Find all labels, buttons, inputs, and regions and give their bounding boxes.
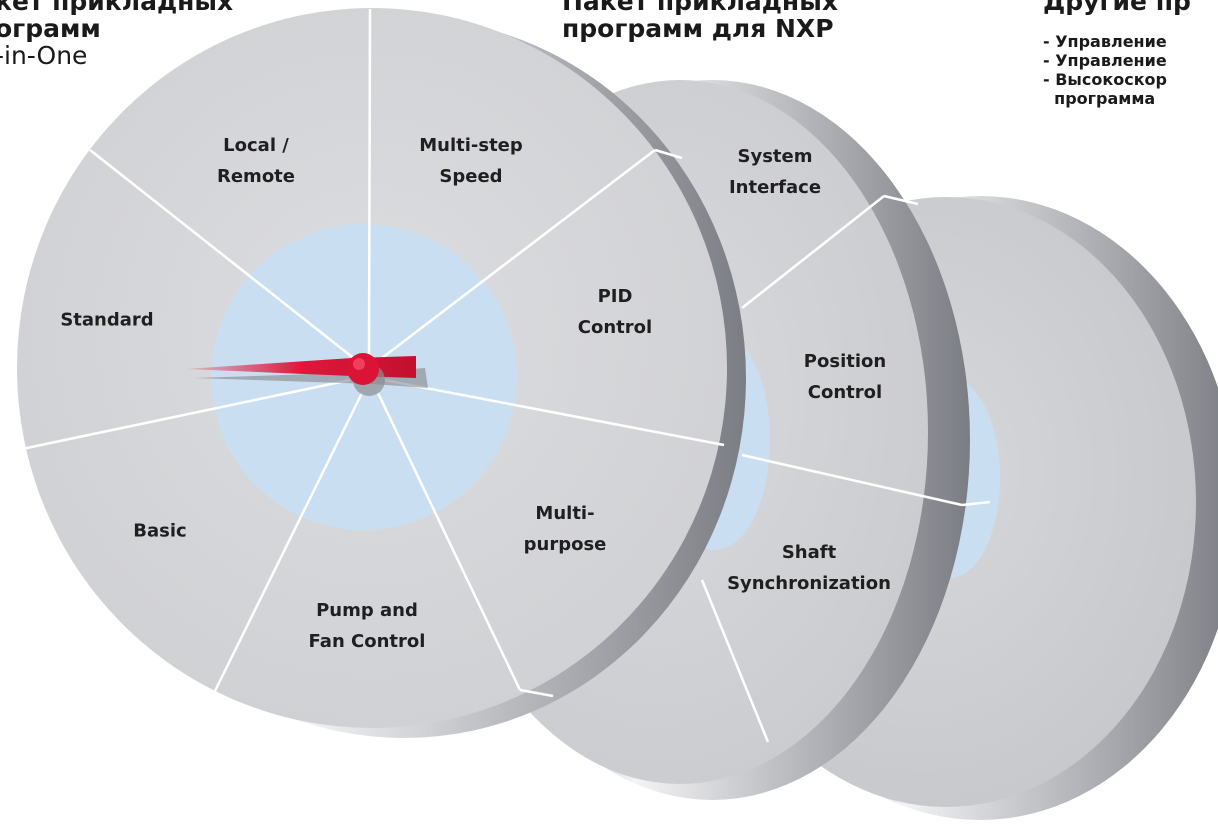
segment-label-line: Remote: [216, 166, 296, 187]
front-divider-upper-left: [89, 149, 357, 361]
front-divider-top: [367, 8, 372, 358]
other-program-item-1: - Управление: [1043, 32, 1167, 51]
segment-label-line: Speed: [439, 166, 503, 187]
all-in-one-title: кет прикладных ограмм -in-One: [0, 0, 233, 69]
middle-divider-2: [741, 453, 963, 507]
front-divider-lower-right: [376, 392, 522, 691]
nxp-title-line1: Пакет прикладных: [562, 0, 838, 16]
nxp-title-line2: программ для NXP: [562, 14, 834, 43]
other-program-item-3: - Высокоскор: [1043, 70, 1167, 89]
segment-pid-control: PID Control: [578, 281, 652, 343]
segment-multi-purpose: Multi- purpose: [524, 498, 607, 560]
segment-multi-step-speed: Multi-step Speed: [419, 130, 523, 192]
segment-label-line: Standard: [60, 309, 154, 331]
segment-label-line: purpose: [523, 534, 607, 555]
dial-needle: [186, 353, 428, 396]
front-rim-notch-1: [654, 148, 683, 160]
other-title-line1: Другие пр: [1043, 0, 1191, 16]
segment-label-line: Multi-step: [419, 135, 523, 156]
other-title: Другие пр: [1043, 0, 1191, 15]
middle-divider-5: [961, 500, 991, 507]
other-programs-list: - Управление - Управление - Высокоскор п…: [1043, 32, 1167, 108]
segment-label-line: Local /: [223, 135, 289, 156]
segment-label-line: Pump and: [316, 600, 418, 621]
other-program-item-4: программа: [1043, 89, 1156, 108]
needle-pivot-highlight: [353, 358, 365, 370]
other-program-item-2: - Управление: [1043, 51, 1167, 70]
all-in-one-title-line1: кет прикладных: [0, 0, 234, 16]
segment-system-interface: System Interface: [729, 141, 821, 203]
all-in-one-title-line3: -in-One: [0, 41, 88, 70]
segment-label-line: Interface: [728, 177, 822, 198]
front-disc-dividers: [21, 8, 725, 698]
front-divider-upper-right: [381, 149, 656, 359]
segment-local-remote: Local / Remote: [217, 130, 295, 192]
segment-label-line: Synchronization: [727, 573, 891, 594]
segment-basic: Basic: [133, 516, 186, 547]
segment-label-line: Position: [803, 351, 887, 372]
nxp-title: Пакет прикладных программ для NXP: [562, 0, 838, 42]
middle-divider-3: [700, 579, 770, 743]
front-divider-lower-left: [212, 392, 364, 694]
segment-label-line: PID: [597, 286, 633, 307]
segment-label-line: Control: [577, 317, 653, 338]
needle-pivot: [347, 353, 379, 385]
front-rim-notch-2: [519, 688, 554, 698]
middle-disc-dividers: [700, 194, 991, 743]
segment-pump-and-fan-control: Pump and Fan Control: [309, 595, 426, 657]
segment-shaft-synchronization: Shaft Synchronization: [727, 537, 891, 599]
segment-label-line: Shaft: [781, 542, 837, 563]
segment-label-line: Basic: [133, 520, 187, 542]
front-divider-left: [21, 378, 351, 451]
middle-divider-4: [883, 194, 919, 206]
segment-standard: Standard: [60, 305, 153, 336]
middle-divider-1: [741, 195, 885, 309]
segment-label-line: Control: [807, 382, 883, 403]
front-divider-right: [383, 378, 725, 447]
all-in-one-title-line2: ограмм: [0, 14, 101, 43]
segment-label-line: System: [737, 146, 813, 167]
segment-label-line: Fan Control: [308, 631, 426, 652]
segment-position-control: Position Control: [804, 346, 886, 408]
segment-label-line: Multi-: [535, 503, 595, 524]
